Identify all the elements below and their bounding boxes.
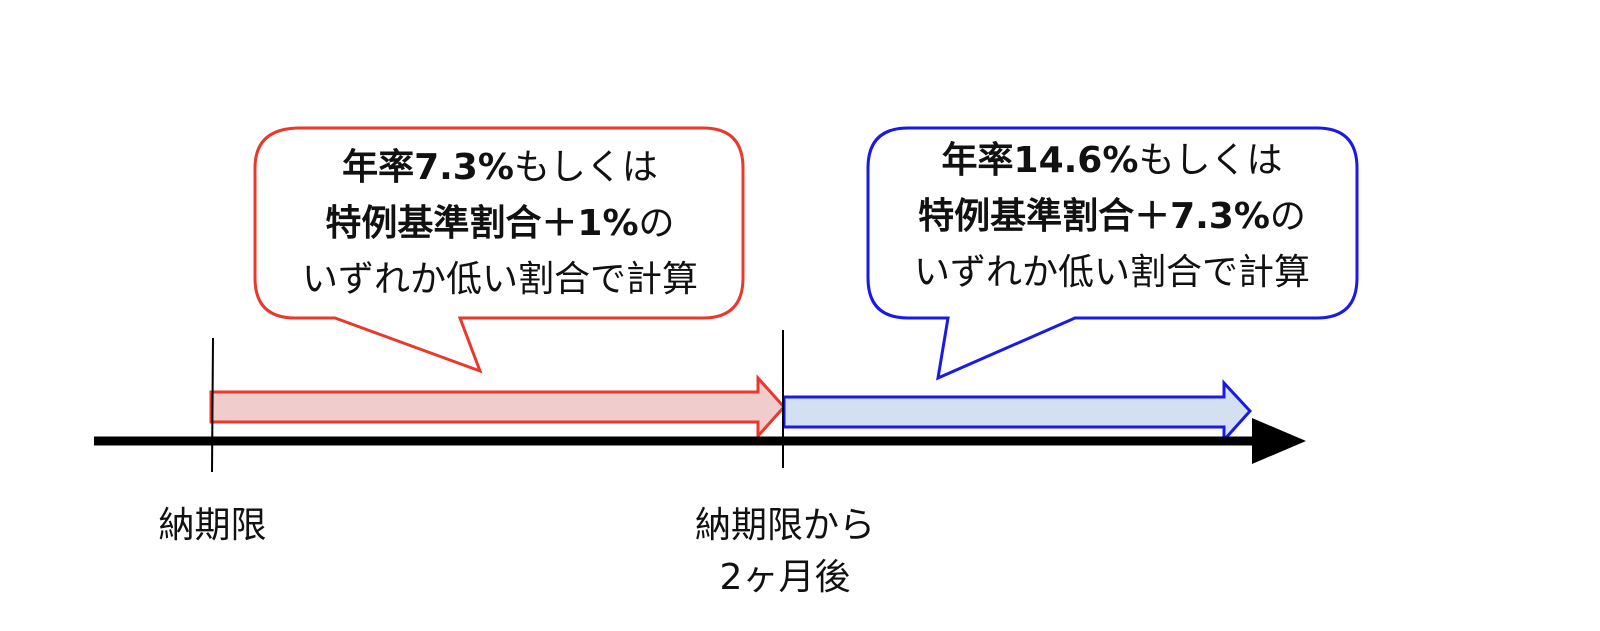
bubble-blue-shape xyxy=(866,126,1359,381)
bubble-blue-rate: 年率14.6% xyxy=(941,140,1139,181)
red-period-arrow xyxy=(209,374,787,440)
bubble-blue-line2: 特例基準割合＋7.3%の xyxy=(872,189,1352,245)
two-months-label: 納期限から 2ヶ月後 xyxy=(680,500,890,604)
bubble-blue-line1: 年率14.6%もしくは xyxy=(872,133,1352,189)
bubble-red-special-rate: 特例基準割合＋1% xyxy=(325,203,639,244)
deadline-label: 納期限 xyxy=(140,500,285,552)
bubble-blue-line2-rest: の xyxy=(1269,196,1306,237)
timeline-axis-arrowhead xyxy=(1252,418,1306,464)
deadline-tick xyxy=(211,337,214,473)
bubble-red-rate: 年率7.3% xyxy=(342,147,514,188)
bubble-blue-text: 年率14.6%もしくは 特例基準割合＋7.3%の いずれか低い割合で計算 xyxy=(872,133,1352,301)
bubble-red-shape xyxy=(253,126,745,374)
deadline-label-text: 納期限 xyxy=(158,505,267,546)
bubble-blue-special-rate: 特例基準割合＋7.3% xyxy=(918,196,1270,237)
two-months-label-line1: 納期限から xyxy=(694,505,875,546)
bubble-red-text: 年率7.3%もしくは 特例基準割合＋1%の いずれか低い割合で計算 xyxy=(260,140,740,308)
bubble-red-line2: 特例基準割合＋1%の xyxy=(260,196,740,252)
bubble-red-line3: いずれか低い割合で計算 xyxy=(301,259,698,300)
bubble-red-line1-rest: もしくは xyxy=(513,147,658,188)
bubble-blue-line3: いずれか低い割合で計算 xyxy=(913,252,1310,293)
bubble-blue-line1-rest: もしくは xyxy=(1138,140,1283,181)
blue-period-arrow xyxy=(782,379,1253,444)
two-months-label-line2: 2ヶ月後 xyxy=(719,557,851,598)
bubble-red-line1: 年率7.3%もしくは xyxy=(260,140,740,196)
bubble-red-line2-rest: の xyxy=(638,203,675,244)
